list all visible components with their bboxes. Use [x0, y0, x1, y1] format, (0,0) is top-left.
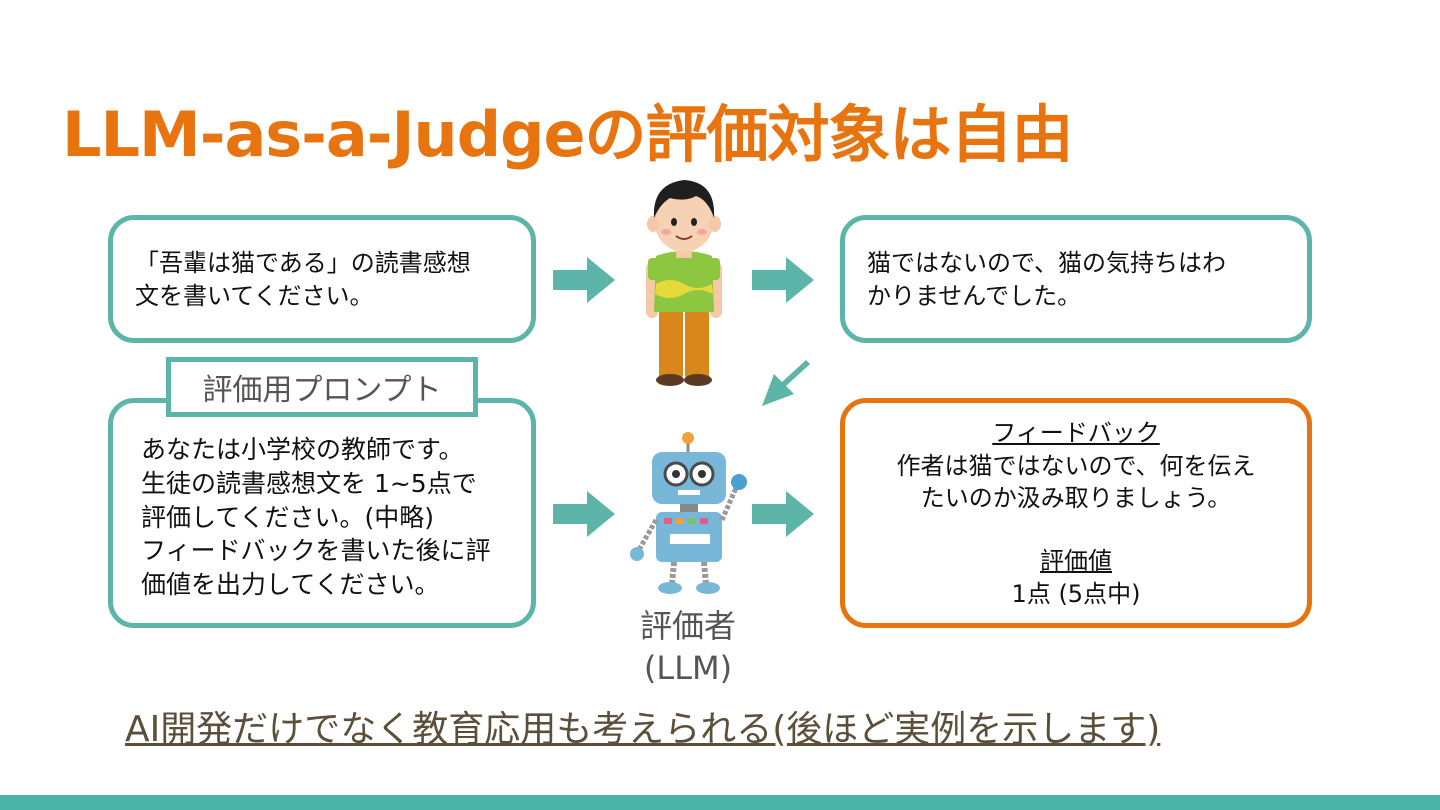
- evaluator-label-line2: (LLM): [643, 648, 733, 687]
- score-heading: 評価値: [1040, 546, 1112, 575]
- feedback-heading: フィードバック: [992, 419, 1160, 447]
- score-value: 1点 (5点中): [1011, 579, 1141, 608]
- evaluation-prompt-box: あなたは小学校の教師です。 生徒の読書感想文を 1~5点で 評価してください。(…: [108, 398, 536, 628]
- student-answer-box: 猫ではないので、猫の気持ちはわ かりませんでした。: [840, 215, 1312, 343]
- student-illustration: [646, 180, 722, 386]
- prompt-line: フィードバックを書いた後に評: [141, 536, 491, 566]
- slide-title: LLM-as-a-Judgeの評価対象は自由: [62, 98, 1074, 171]
- right-arrow-icon: [553, 257, 615, 303]
- feedback-line: たいのか汲み取りましょう。: [920, 484, 1232, 513]
- diagonal-arrow-icon: [762, 360, 816, 406]
- right-arrow-icon: [752, 491, 814, 537]
- evaluator-label: 評価者 (LLM): [588, 606, 788, 689]
- prompt-line: 生徒の読書感想文を 1~5点で: [141, 468, 477, 498]
- right-arrow-icon: [752, 257, 814, 303]
- student-answer-line: 猫ではないので、猫の気持ちはわ: [867, 249, 1227, 277]
- right-arrow-icon: [553, 491, 615, 537]
- robot-illustration: [630, 432, 747, 594]
- prompt-line: 評価してください。(中略): [141, 502, 435, 532]
- prompt-line: あなたは小学校の教師です。: [141, 435, 464, 464]
- feedback-box: フィードバック 作者は猫ではないので、何を伝え たいのか汲み取りましょう。 評価…: [840, 398, 1312, 628]
- evaluation-prompt-label: 評価用プロンプト: [166, 357, 478, 417]
- feedback-line: 作者は猫ではないので、何を伝え: [896, 451, 1256, 480]
- essay-request-line: 「吾輩は猫である」の読書感想: [135, 249, 471, 277]
- student-answer-line: かりませんでした。: [867, 281, 1082, 310]
- footer-note-link[interactable]: AI開発だけでなく教育応用も考えられる(後ほど実例を示します): [125, 709, 1161, 750]
- prompt-line: 価値を出力してください。: [141, 570, 440, 599]
- essay-request-line: 文を書いてください。: [135, 281, 374, 310]
- essay-request-box: 「吾輩は猫である」の読書感想 文を書いてください。: [108, 215, 536, 343]
- evaluator-label-line1: 評価者: [639, 607, 736, 645]
- bottom-accent-bar: [0, 795, 1440, 810]
